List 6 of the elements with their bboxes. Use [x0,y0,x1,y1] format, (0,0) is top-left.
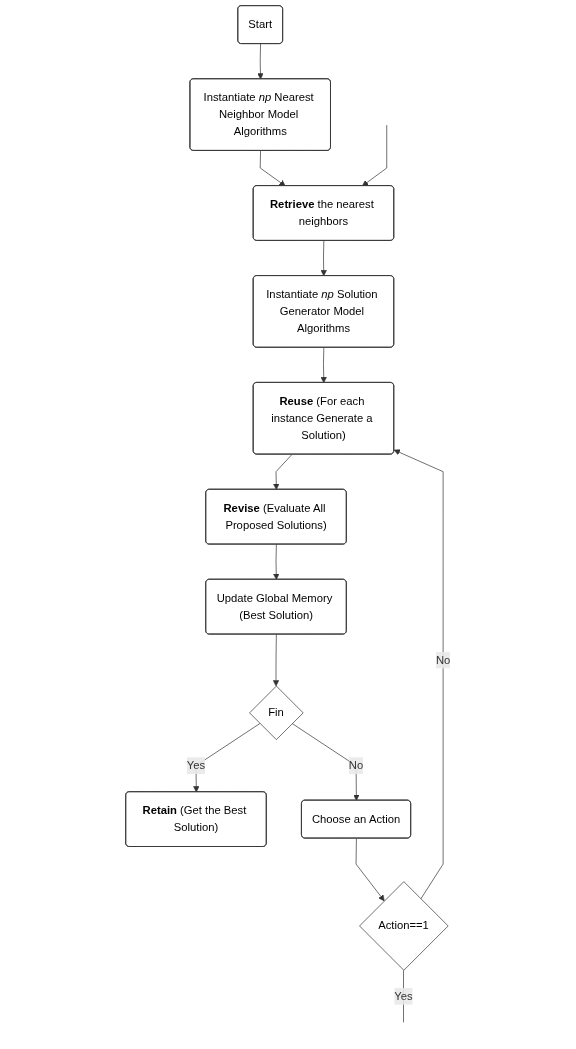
edge-label: No [435,653,451,666]
edge-label: Yes [186,759,206,772]
edge-label: Yes [394,989,413,1002]
edge-label: No [348,759,364,772]
node-diamond: Fin [249,685,304,740]
node-diamond: Action==1 [359,881,449,971]
